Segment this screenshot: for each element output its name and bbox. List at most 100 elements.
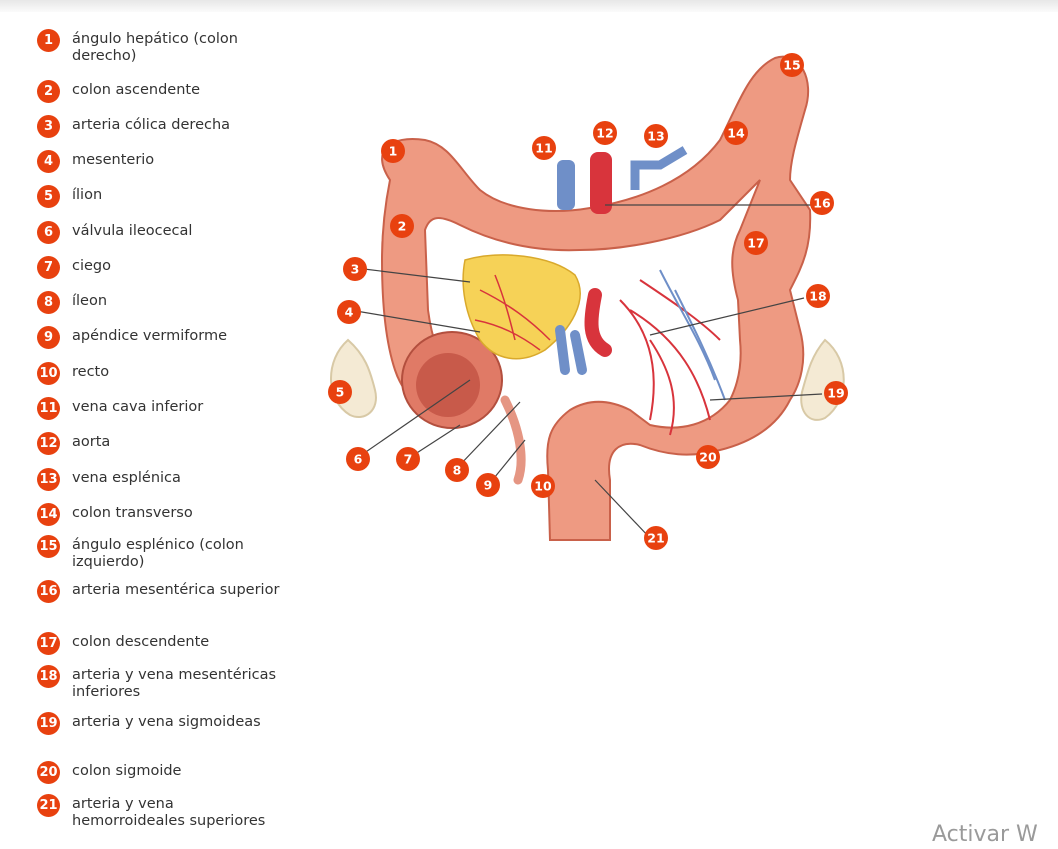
- svg-text:18: 18: [809, 289, 826, 304]
- colon-anatomy-diagram: 1 2 3 4 5 6 7 8 9 10 11 12 13 14 15 16 1…: [320, 40, 860, 570]
- legend-item: 21 arteria y vena hemorroideales superior…: [37, 796, 282, 830]
- svg-text:7: 7: [404, 452, 413, 467]
- legend-label: recto: [72, 364, 282, 381]
- svg-text:12: 12: [596, 126, 613, 141]
- svg-text:13: 13: [647, 129, 664, 144]
- top-bar: [0, 0, 1058, 12]
- ilion-right-shape: [801, 340, 844, 420]
- legend-item: 18 arteria y vena mesentéricas inferiores: [37, 667, 282, 701]
- legend-item: 4 mesenterio: [37, 152, 282, 173]
- legend-item: 20 colon sigmoide: [37, 763, 282, 784]
- svg-text:11: 11: [535, 141, 552, 156]
- svg-text:10: 10: [534, 479, 552, 494]
- legend-item: 5 ílion: [37, 187, 282, 208]
- legend-item: 13 vena esplénica: [37, 470, 282, 491]
- number-badge: 15: [37, 535, 60, 558]
- legend-label: ílion: [72, 187, 282, 204]
- legend-label: colon sigmoide: [72, 763, 282, 780]
- number-badge: 20: [37, 761, 60, 784]
- number-badge: 17: [37, 632, 60, 655]
- legend-label: vena esplénica: [72, 470, 282, 487]
- number-badge: 7: [37, 256, 60, 279]
- number-badge: 5: [37, 185, 60, 208]
- legend-label: colon descendente: [72, 634, 282, 651]
- svg-text:1: 1: [389, 144, 398, 159]
- legend-label: ciego: [72, 258, 282, 275]
- number-badge: 10: [37, 362, 60, 385]
- legend-item: 16 arteria mesentérica superior: [37, 582, 282, 603]
- number-badge: 18: [37, 665, 60, 688]
- number-badge: 1: [37, 29, 60, 52]
- number-badge: 11: [37, 397, 60, 420]
- diagram-marker: 17: [744, 231, 768, 255]
- legend-label: válvula ileocecal: [72, 223, 282, 240]
- svg-text:19: 19: [827, 386, 844, 401]
- svg-text:16: 16: [813, 196, 831, 211]
- svg-text:4: 4: [345, 305, 354, 320]
- diagram-marker: 18: [806, 284, 830, 308]
- inferior-vena-cava-shape: [557, 160, 575, 210]
- diagram-marker: 5: [328, 380, 352, 404]
- legend-label: colon ascendente: [72, 82, 282, 99]
- inferior-mesenteric-vein-shape: [560, 330, 582, 370]
- diagram-marker: 7: [396, 447, 420, 471]
- diagram-marker: 11: [532, 136, 556, 160]
- legend-label: aorta: [72, 434, 282, 451]
- appendix-shape: [505, 400, 521, 480]
- number-badge: 2: [37, 80, 60, 103]
- legend-label: arteria y vena sigmoideas: [72, 714, 282, 731]
- svg-text:20: 20: [699, 450, 717, 465]
- svg-text:14: 14: [727, 126, 745, 141]
- legend-item: 14 colon transverso: [37, 505, 282, 526]
- legend-item: 11 vena cava inferior: [37, 399, 282, 420]
- diagram-marker: 2: [390, 214, 414, 238]
- number-badge: 4: [37, 150, 60, 173]
- legend-label: arteria y vena mesentéricas inferiores: [72, 667, 282, 701]
- legend-item: 7 ciego: [37, 258, 282, 279]
- svg-text:9: 9: [484, 478, 493, 493]
- diagram-marker: 21: [644, 526, 668, 550]
- legend-label: ángulo esplénico (colon izquierdo): [72, 537, 282, 571]
- diagram-marker: 3: [343, 257, 367, 281]
- diagram-marker: 13: [644, 124, 668, 148]
- svg-text:5: 5: [336, 385, 345, 400]
- number-badge: 21: [37, 794, 60, 817]
- svg-text:21: 21: [647, 531, 664, 546]
- legend-label: colon transverso: [72, 505, 282, 522]
- diagram-marker: 1: [381, 139, 405, 163]
- diagram-marker: 9: [476, 473, 500, 497]
- ilion-left-shape: [331, 340, 376, 417]
- legend-item: 15 ángulo esplénico (colon izquierdo): [37, 537, 282, 571]
- legend-label: arteria mesentérica superior: [72, 582, 282, 599]
- legend-label: arteria cólica derecha: [72, 117, 282, 134]
- diagram-marker: 14: [724, 121, 748, 145]
- legend-item: 1 ángulo hepático (colon derecho): [37, 31, 282, 65]
- diagram-marker: 19: [824, 381, 848, 405]
- number-badge: 9: [37, 326, 60, 349]
- svg-text:2: 2: [398, 219, 407, 234]
- diagram-marker: 20: [696, 445, 720, 469]
- legend-label: ángulo hepático (colon derecho): [72, 31, 282, 65]
- diagram-marker: 16: [810, 191, 834, 215]
- legend-label: vena cava inferior: [72, 399, 282, 416]
- legend-item: 2 colon ascendente: [37, 82, 282, 103]
- diagram-marker: 4: [337, 300, 361, 324]
- number-badge: 13: [37, 468, 60, 491]
- number-badge: 14: [37, 503, 60, 526]
- legend-label: arteria y vena hemorroideales superiores: [72, 796, 282, 830]
- diagram-marker: 8: [445, 458, 469, 482]
- svg-text:8: 8: [453, 463, 462, 478]
- number-badge: 16: [37, 580, 60, 603]
- svg-text:3: 3: [351, 262, 360, 277]
- legend-item: 17 colon descendente: [37, 634, 282, 655]
- diagram-marker: 12: [593, 121, 617, 145]
- legend-label: íleon: [72, 293, 282, 310]
- svg-text:6: 6: [354, 452, 363, 467]
- number-badge: 3: [37, 115, 60, 138]
- legend-label: mesenterio: [72, 152, 282, 169]
- legend-item: 3 arteria cólica derecha: [37, 117, 282, 138]
